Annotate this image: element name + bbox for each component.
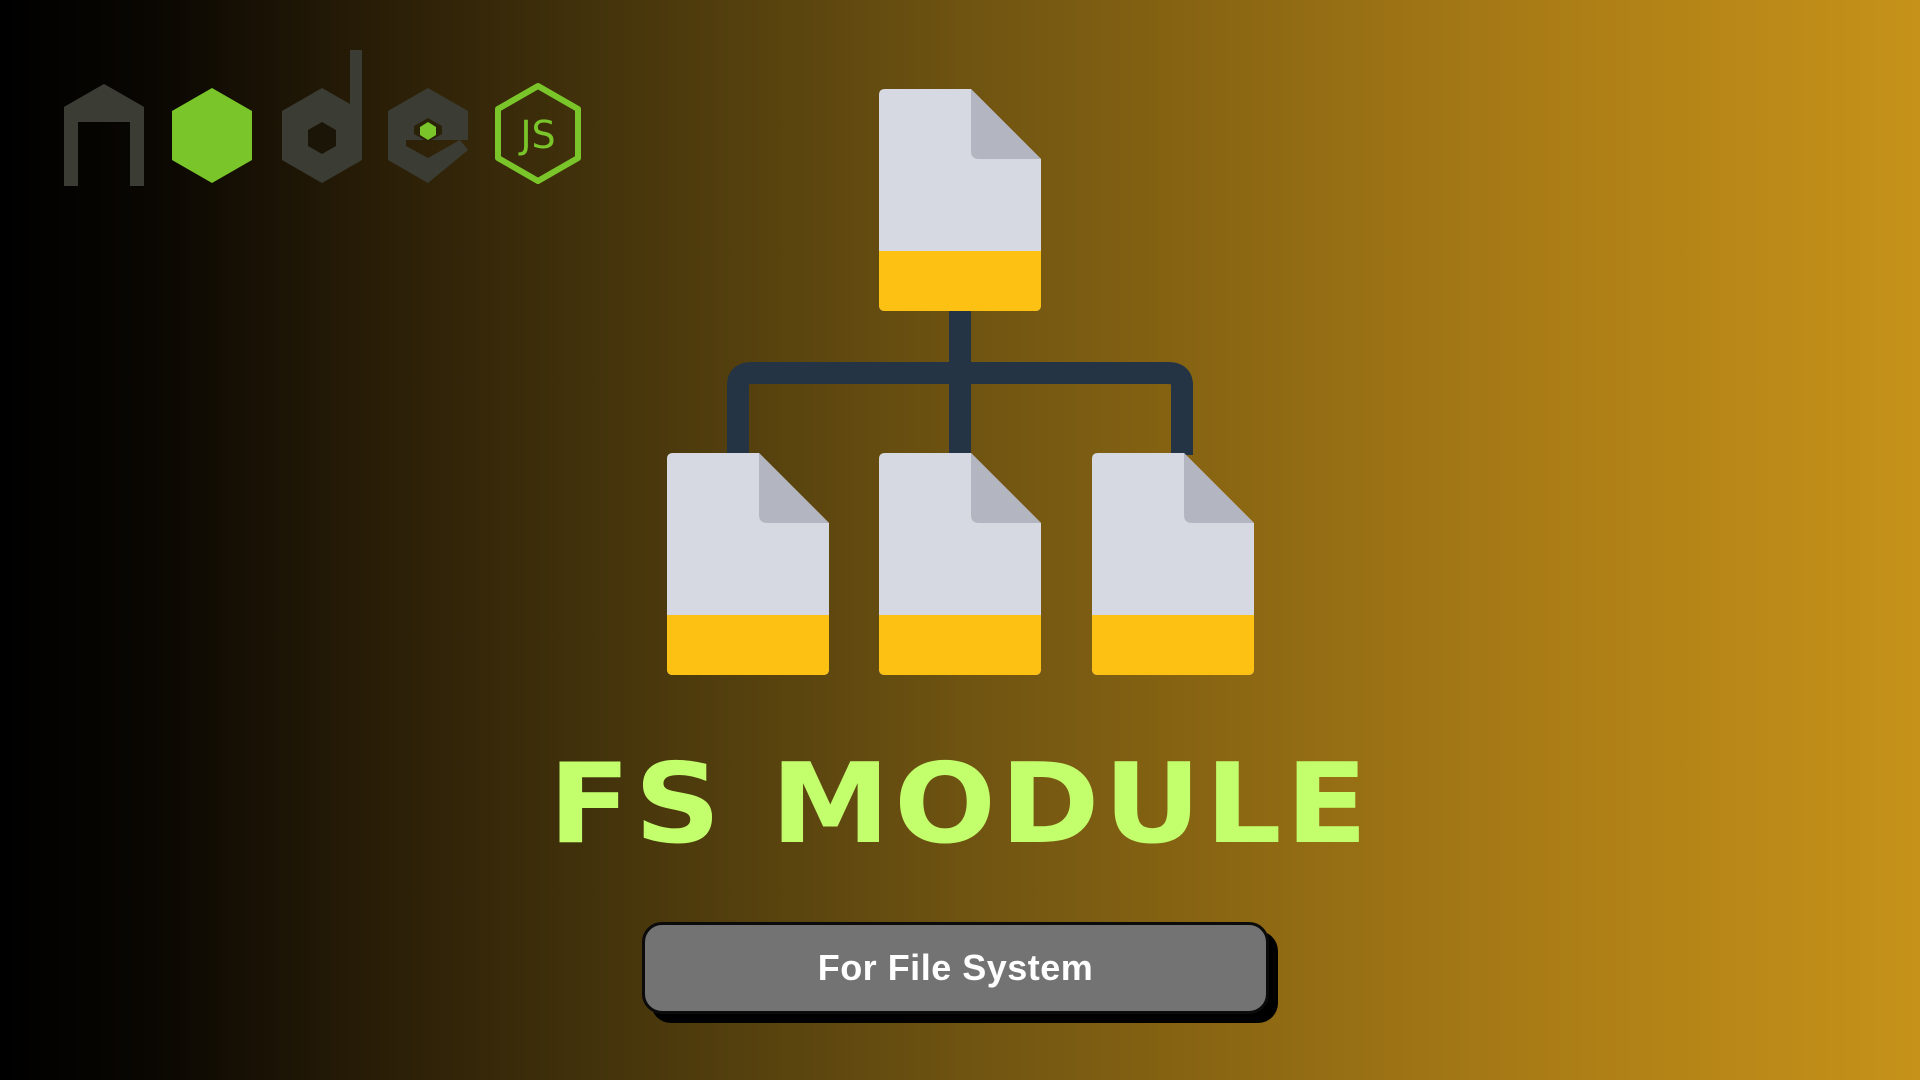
- file-hierarchy-illustration: [667, 89, 1254, 675]
- nodejs-logo: node JS: [64, 50, 581, 186]
- page-title: FS MODULE: [548, 740, 1372, 869]
- file-icon: [667, 453, 829, 675]
- file-icon: [1092, 453, 1254, 675]
- js-badge-text: JS: [518, 113, 555, 157]
- file-icon: [879, 89, 1041, 311]
- file-icon: [879, 453, 1041, 675]
- logo-letter-n: [64, 84, 144, 186]
- logo-letter-o: [172, 88, 252, 183]
- logo-letter-d: [282, 50, 362, 183]
- js-badge-icon: JS: [495, 83, 581, 184]
- subtitle-text: For File System: [817, 947, 1094, 988]
- tree-connector: [727, 310, 1193, 455]
- subtitle-button: For File System: [642, 922, 1269, 1014]
- logo-letter-e: [388, 88, 468, 183]
